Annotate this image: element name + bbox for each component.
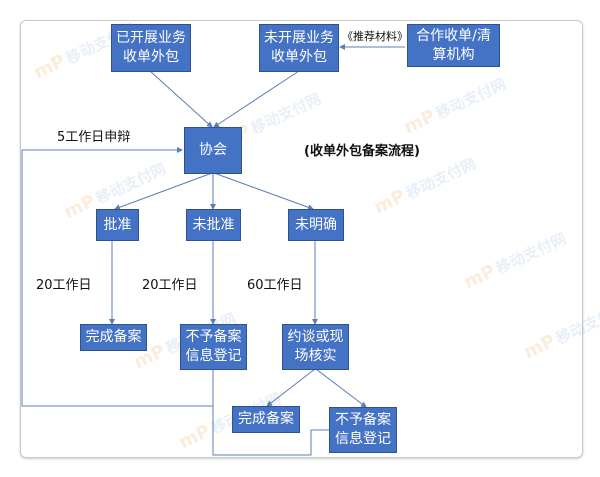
node-partner-institution: 合作收单/清 算机构: [407, 24, 500, 67]
arrow-association-to-unclear: [213, 172, 314, 211]
reject-link-line: [212, 369, 329, 456]
node-new-outsourcing: 未开展业务 收单外包: [259, 24, 339, 72]
node-filing-complete-2: 完成备案: [232, 406, 300, 433]
label-days-rejected: 20工作日: [142, 278, 198, 293]
node-association: 协会: [184, 127, 242, 174]
node-interview-verification: 约谈或现 场核实: [282, 324, 349, 370]
label-appeal: 5工作日申辩: [57, 130, 131, 145]
arrow-interview-to-reject: [315, 368, 367, 408]
node-filing-complete: 完成备案: [80, 324, 147, 351]
node-unclear: 未明确: [288, 209, 344, 241]
node-rejection-register: 不予备案 信息登记: [180, 324, 247, 370]
label-days-unclear: 60工作日: [247, 278, 303, 293]
node-rejected: 未批准: [186, 209, 241, 241]
node-existing-outsourcing: 已开展业务 收单外包: [111, 24, 191, 72]
diagram-frame: [20, 20, 583, 458]
node-approved: 批准: [96, 209, 139, 241]
arrow-association-to-approved: [114, 172, 213, 211]
appeal-loop-line: [21, 147, 213, 407]
arrow-existing-to-association: [149, 70, 213, 128]
node-rejection-register-2: 不予备案 信息登记: [329, 407, 397, 453]
arrow-interview-to-done: [266, 368, 316, 407]
label-recommend-materials: 《推荐材料》: [342, 30, 408, 43]
arrow-new-to-association: [213, 70, 300, 128]
diagram-title: (收单外包备案流程): [304, 144, 420, 159]
label-days-approved: 20工作日: [36, 278, 92, 293]
